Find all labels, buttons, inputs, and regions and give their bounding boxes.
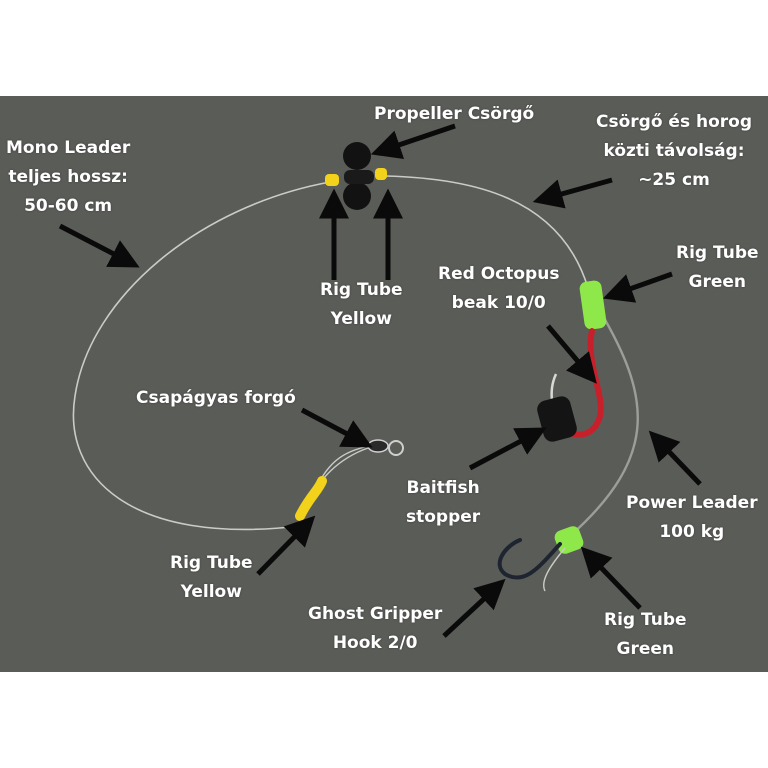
rig-tube-yellow <box>295 476 327 521</box>
arrow-rig-tube-green-top <box>602 271 673 303</box>
label-rig-tube-green-top: Rig Tube Green <box>676 243 759 292</box>
label-red-octopus: Red Octopus beak 10/0 <box>438 264 560 313</box>
arrow-red-octopus <box>546 324 597 384</box>
label-power-leader: Power Leader 100 kg <box>626 493 758 542</box>
label-ghost-gripper: Ghost Gripper Hook 2/0 <box>308 604 443 653</box>
assist-line <box>543 547 566 592</box>
baitfish-stopper <box>537 396 577 442</box>
label-baitfish: Baitfish stopper <box>406 478 481 527</box>
arrow-baitfish <box>468 427 547 471</box>
label-swivel: Csapágyas forgó <box>136 388 296 408</box>
label-distance: Csörgő és horog közti távolság: ~25 cm <box>596 112 753 190</box>
rig-tube-yellow <box>325 174 339 186</box>
rattle-bead <box>343 182 371 210</box>
label-mono-leader: Mono Leader teljes hossz: 50-60 cm <box>6 138 131 216</box>
arrow-distance <box>532 177 613 209</box>
rig-tube-yellow <box>375 168 387 180</box>
mono-leader-line <box>72 181 331 531</box>
label-propeller: Propeller Csörgő <box>374 104 535 124</box>
arrow-rig-tube-green-bottom <box>580 546 642 610</box>
rattle-leader-line <box>384 175 589 289</box>
rig-photo: Propeller Csörgő Mono Leader teljes hoss… <box>0 96 768 672</box>
arrow-swivel <box>300 407 373 448</box>
rig-tube-green <box>579 280 607 330</box>
label-rig-tube-yellow-bottom: Rig Tube Yellow <box>170 553 253 602</box>
arrow-ghost-gripper <box>442 578 506 638</box>
rig-illustration <box>58 123 702 638</box>
swivel-ring <box>388 440 404 456</box>
label-rig-tube-yellow-top: Rig Tube Yellow <box>320 280 403 329</box>
arrow-power-leader <box>648 430 702 486</box>
arrow-propeller <box>370 123 456 160</box>
ghost-gripper-hook <box>497 538 562 580</box>
rig-tube-green <box>554 526 584 554</box>
power-leader-line <box>569 310 639 537</box>
rattle-bead <box>343 142 371 170</box>
swivel <box>367 439 389 453</box>
arrow-mono-leader <box>58 223 140 268</box>
label-rig-tube-green-bottom: Rig Tube Green <box>604 610 687 659</box>
rattle-body <box>344 170 374 184</box>
arrow-rig-tube-yellow-bottom <box>256 515 316 576</box>
